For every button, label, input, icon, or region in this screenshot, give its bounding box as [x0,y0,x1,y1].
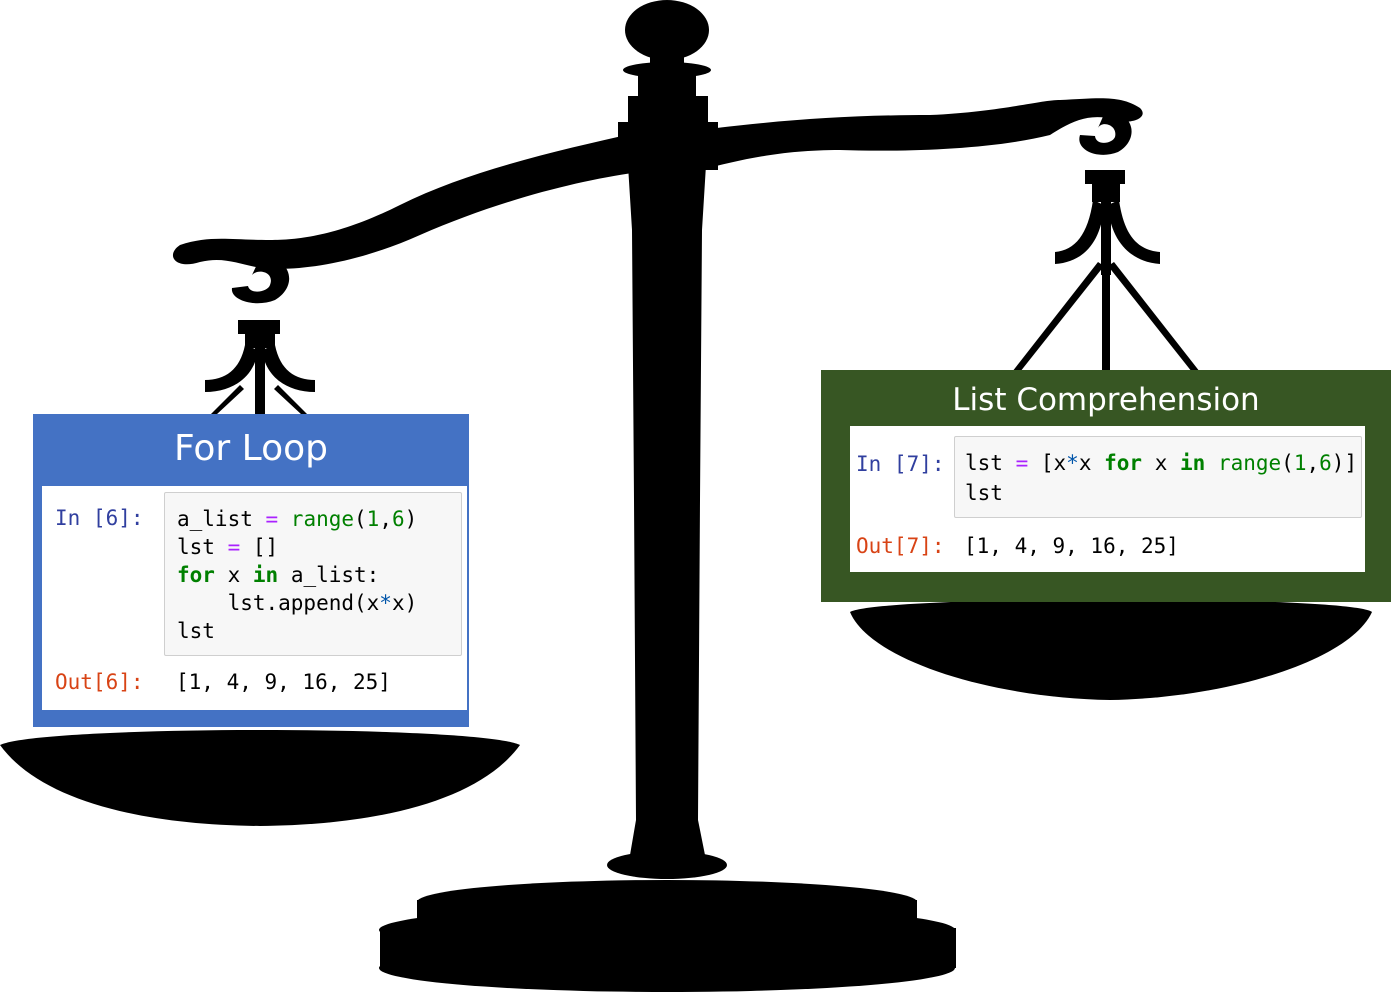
cell-output: [1, 4, 9, 16, 25] [176,670,391,694]
out-prompt: Out[6]: [55,670,144,694]
code-line: a_list = range(1,6) [177,507,418,531]
code-line: lst [177,619,215,643]
for-loop-notebook-cell: In [6]: a_list = range(1,6) lst = [] for… [42,486,467,710]
in-prompt: In [6]: [55,506,144,530]
list-comprehension-title: List Comprehension [952,382,1260,418]
scale-column [622,165,712,870]
left-hook [205,257,315,415]
code-line: lst [965,481,1003,505]
scale-beam-right [700,98,1143,170]
out-prompt: Out[7]: [856,534,945,558]
left-pan [0,730,520,826]
for-loop-title: For Loop [173,428,329,469]
right-hook [1012,111,1200,372]
scale-beam [172,132,640,269]
right-pan [850,599,1372,700]
code-input-box[interactable]: lst = [x*x for x in range(1,6)] lst [954,436,1362,518]
code-line: lst = [] [177,535,279,559]
in-prompt: In [7]: [856,452,945,476]
list-comprehension-notebook-cell: In [7]: lst = [x*x for x in range(1,6)] … [850,426,1365,572]
for-loop-panel: For Loop In [6]: a_list = range(1,6) lst… [33,414,469,727]
list-comprehension-panel: List Comprehension In [7]: lst = [x*x fo… [821,370,1391,602]
code-input-box[interactable]: a_list = range(1,6) lst = [] for x in a_… [164,492,462,656]
code-line: for x in a_list: [177,563,380,587]
code-line: lst.append(x*x) [177,591,418,615]
cell-output: [1, 4, 9, 16, 25] [964,534,1179,558]
code-line: lst = [x*x for x in range(1,6)] [965,451,1358,475]
scale-base [379,880,956,992]
